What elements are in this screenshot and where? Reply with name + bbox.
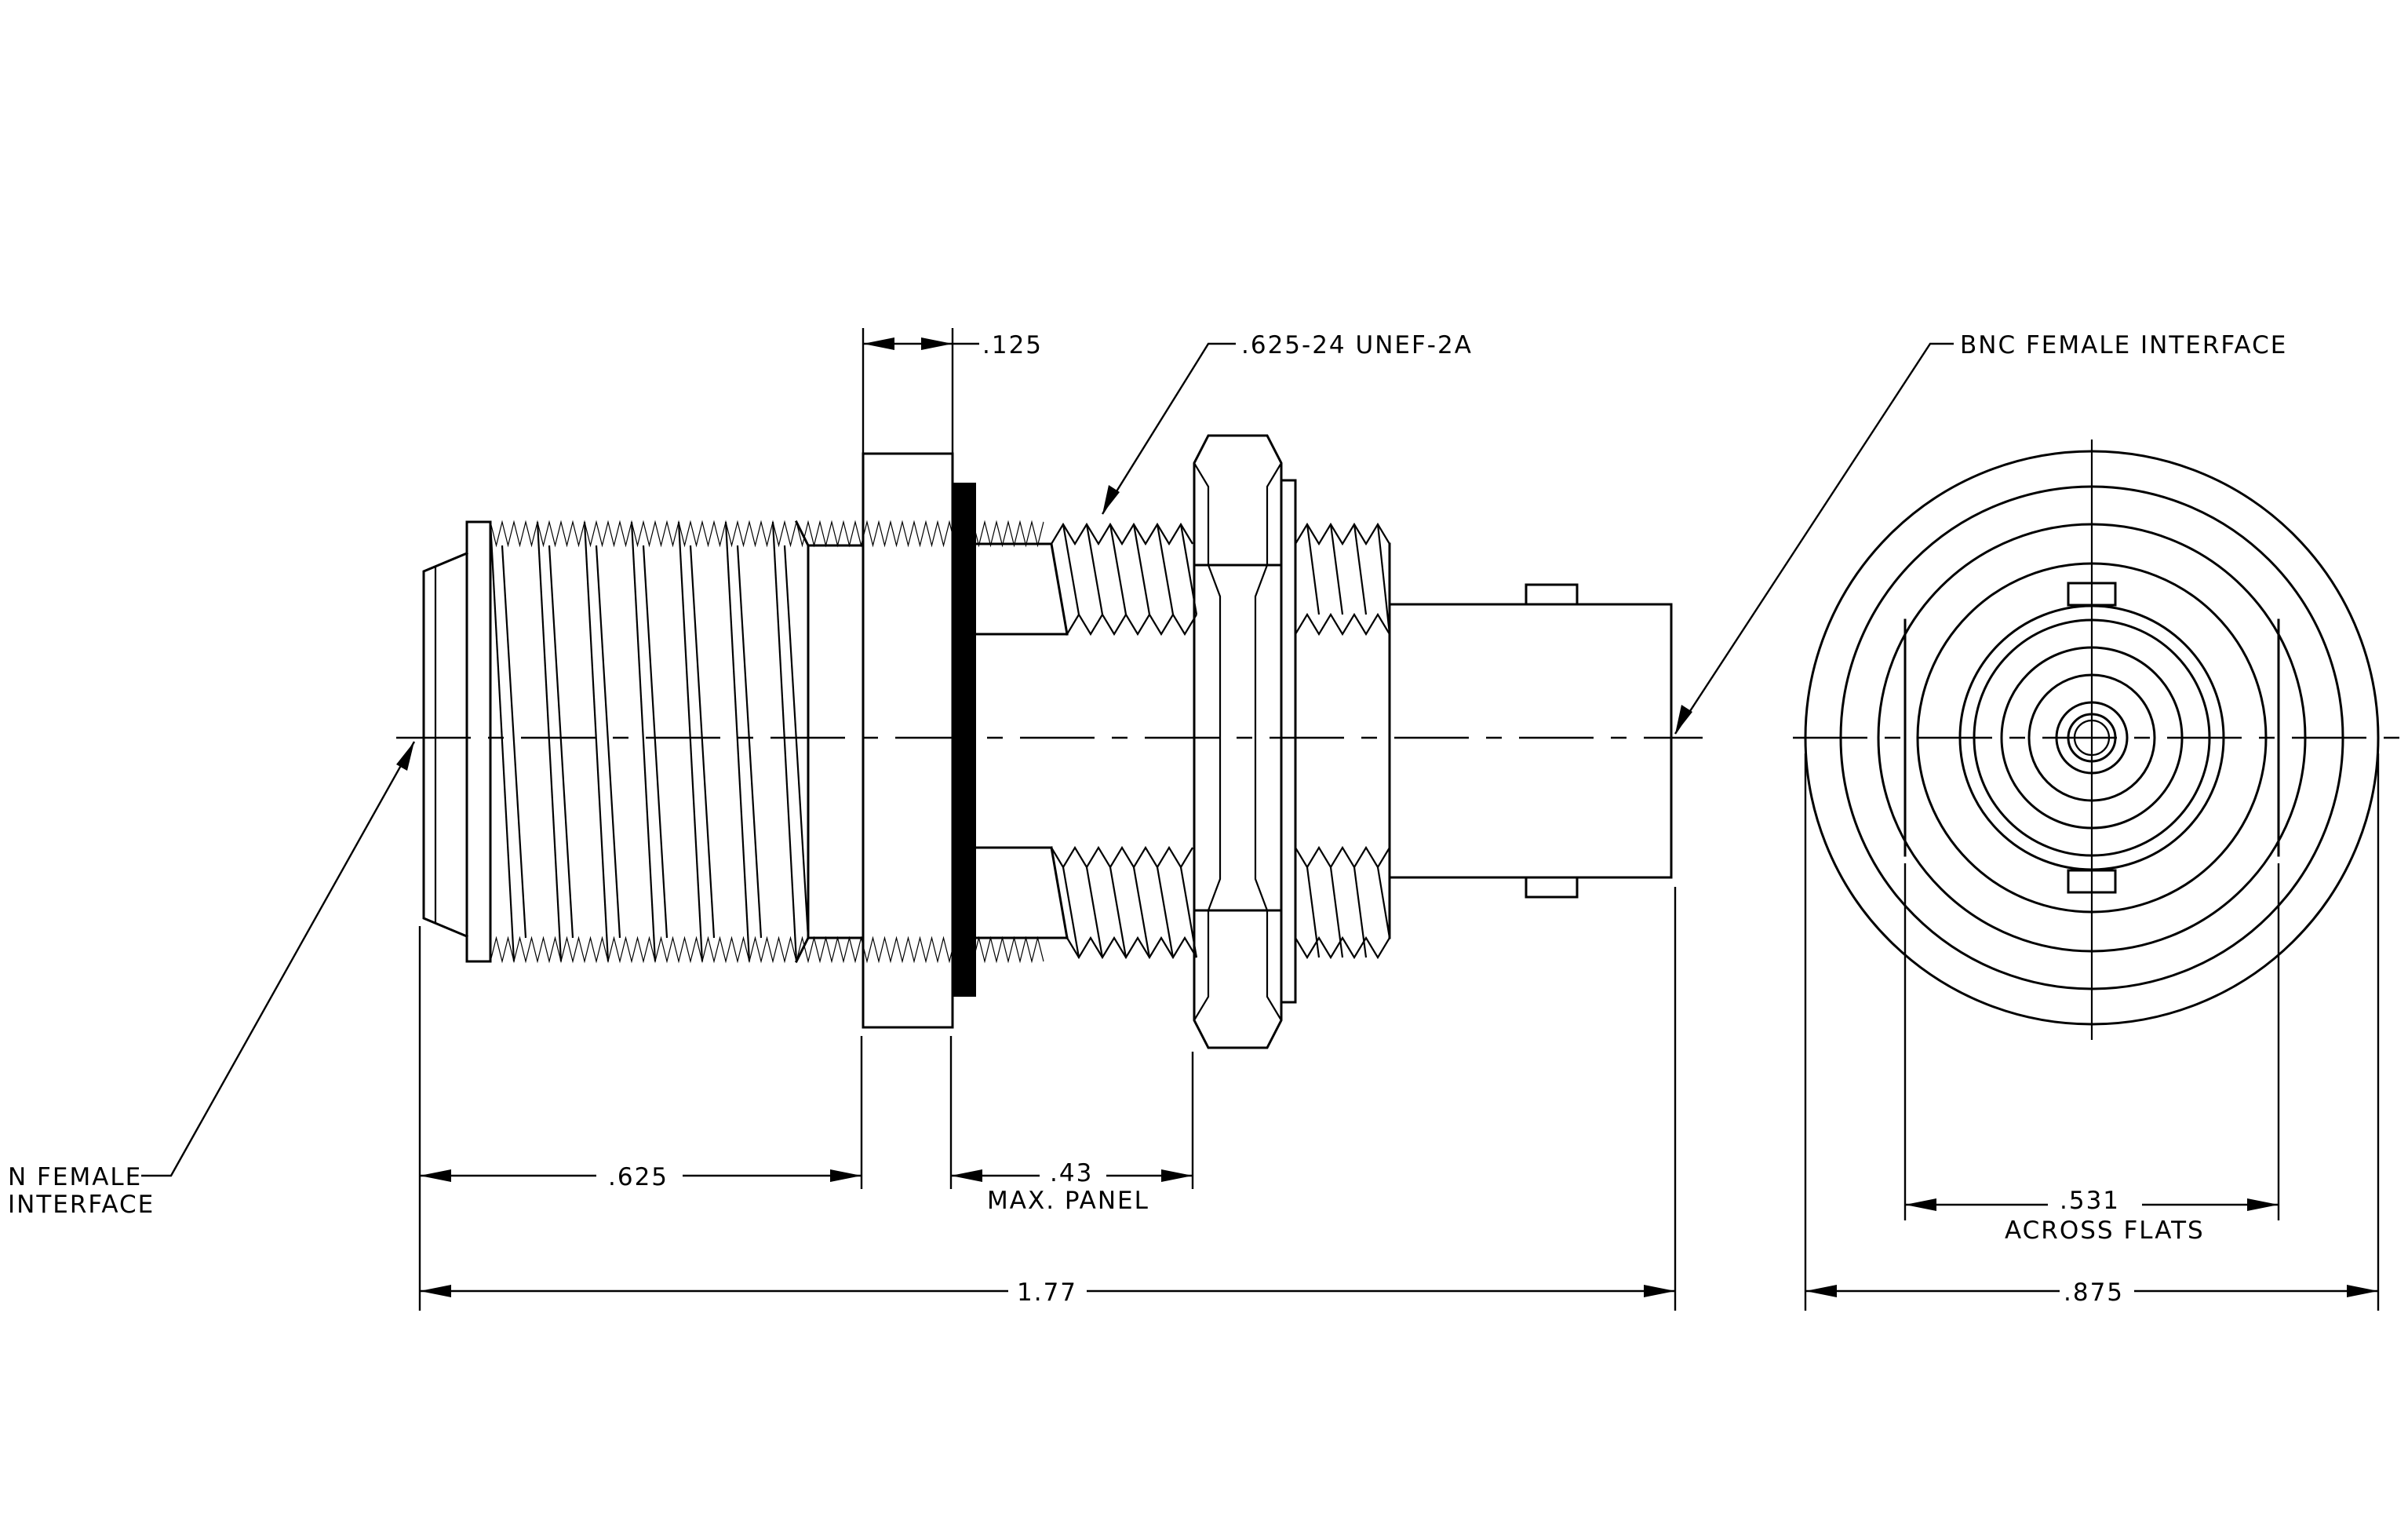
upper-stud xyxy=(974,522,1198,636)
lower-stud xyxy=(974,845,1198,960)
n-female-body xyxy=(422,520,1044,964)
label-panel-value: .43 xyxy=(1050,1159,1093,1187)
bnc-body xyxy=(1388,583,1673,899)
n-thread-flanks xyxy=(489,521,810,962)
label-across-flats-value: .531 xyxy=(2060,1187,2120,1215)
label-panel-text: MAX. PANEL xyxy=(987,1187,1149,1215)
hex-nut xyxy=(1193,434,1283,1049)
label-diameter: .875 xyxy=(2064,1278,2124,1307)
lock-washer xyxy=(1280,479,1297,1004)
label-thickness: .125 xyxy=(982,331,1043,359)
side-view xyxy=(396,434,1703,1049)
bnc-bayonet-pin-top xyxy=(1525,583,1579,606)
label-n-length: .625 xyxy=(608,1163,668,1191)
rear-upper-threads xyxy=(1295,522,1391,636)
gasket xyxy=(953,483,976,997)
label-n-interface-2: INTERFACE xyxy=(8,1191,155,1219)
dimensions xyxy=(141,328,2380,1311)
bnc-bayonet-pin-bottom xyxy=(1525,876,1579,899)
label-across-flats-text: ACROSS FLATS xyxy=(2005,1216,2205,1245)
label-bnc-interface: BNC FEMALE INTERFACE xyxy=(1960,331,2287,359)
labels: .125 .625-24 UNEF-2A BNC FEMALE INTERFAC… xyxy=(8,331,2287,1307)
end-view xyxy=(1793,440,2401,1040)
label-overall-length: 1.77 xyxy=(1017,1278,1077,1307)
label-n-interface-1: N FEMALE xyxy=(8,1163,142,1191)
rear-lower-threads xyxy=(1295,845,1391,960)
label-thread-spec: .625-24 UNEF-2A xyxy=(1241,331,1473,359)
